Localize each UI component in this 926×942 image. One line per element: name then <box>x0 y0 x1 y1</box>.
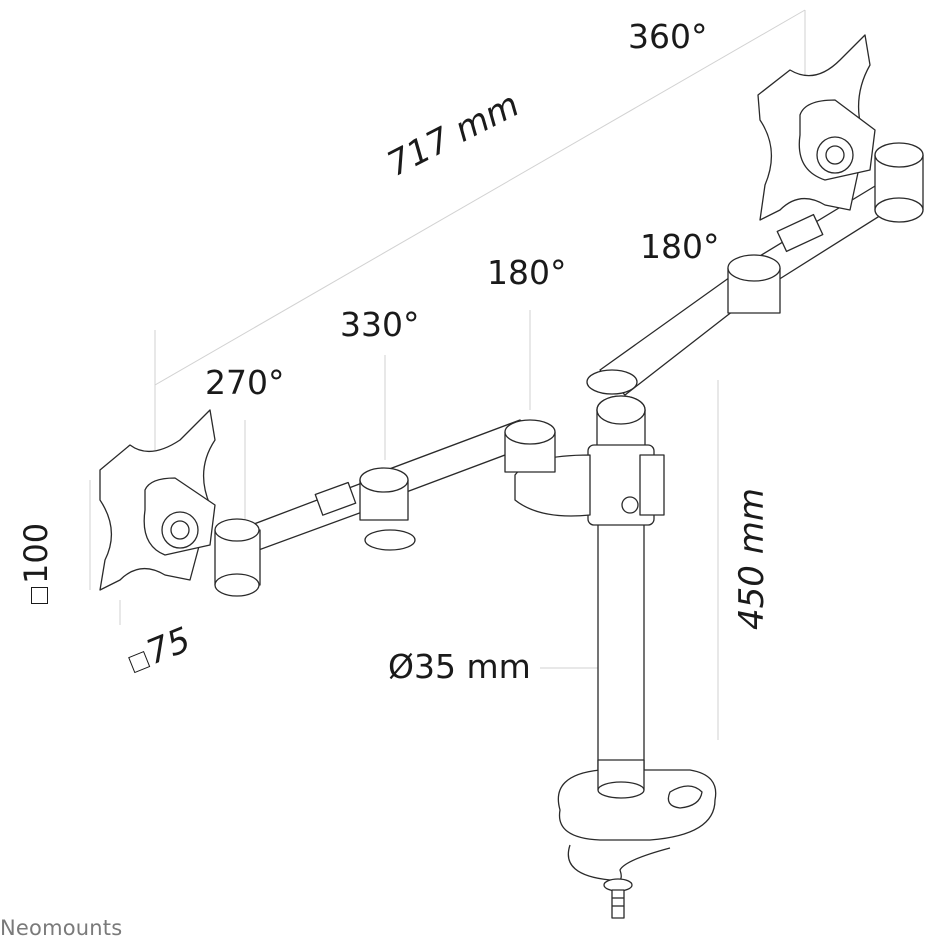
joint-center-right <box>586 369 638 395</box>
brand-logo: Neomounts <box>0 916 123 940</box>
square-icon <box>31 587 48 604</box>
rotation-label-360: 360° <box>628 17 708 56</box>
joint-right-mid <box>727 254 781 314</box>
rotation-label-180-center: 180° <box>487 253 567 292</box>
pole-diameter-label: Ø35 mm <box>388 647 531 686</box>
height-dimension-label: 450 mm <box>732 488 772 630</box>
vesa-height-label: 100 <box>17 523 55 604</box>
joint-left-end <box>214 518 261 597</box>
width-dimension-line <box>154 9 806 386</box>
rotation-label-270: 270° <box>205 363 285 402</box>
joint-right-end <box>874 142 924 223</box>
rotation-label-330: 330° <box>340 305 420 344</box>
rotation-label-180-right: 180° <box>640 227 720 266</box>
joint-center-left <box>504 419 556 473</box>
joint-left-mid <box>359 467 409 521</box>
